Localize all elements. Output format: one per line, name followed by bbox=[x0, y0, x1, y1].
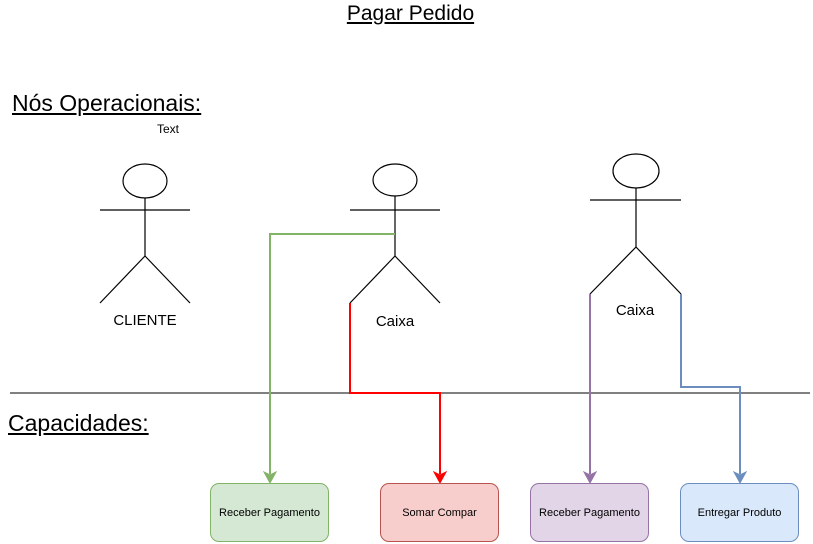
connector-red[interactable] bbox=[349, 303, 441, 474]
actor-left-leg bbox=[589, 246, 637, 295]
actor-right-leg bbox=[394, 255, 441, 304]
actor-caixa-2[interactable] bbox=[589, 153, 682, 295]
arrowhead-purple bbox=[582, 470, 598, 485]
actor-caixa-1[interactable] bbox=[349, 163, 441, 304]
actor-left-leg bbox=[349, 255, 396, 304]
actor-label-cliente: CLIENTE bbox=[113, 312, 177, 329]
arrowhead-green bbox=[262, 470, 278, 485]
actor-head bbox=[122, 163, 168, 199]
arrowhead-red bbox=[432, 470, 448, 485]
connector-green[interactable] bbox=[269, 233, 395, 474]
arrowhead-blue bbox=[732, 470, 748, 485]
text-placeholder[interactable]: Text bbox=[157, 122, 180, 136]
capability-somar-compar[interactable]: Somar Compar bbox=[380, 483, 499, 542]
nodes-heading: Nós Operacionais: bbox=[12, 90, 202, 116]
actor-head bbox=[612, 153, 660, 189]
actor-label-caixa-2: Caixa bbox=[615, 302, 655, 319]
capability-entregar-produto[interactable]: Entregar Produto bbox=[680, 483, 799, 542]
actor-label-caixa-1: Caixa bbox=[375, 313, 415, 330]
actor-right-leg bbox=[635, 246, 682, 295]
page-title: Pagar Pedido bbox=[346, 2, 475, 25]
actor-head bbox=[372, 163, 418, 197]
connector-blue[interactable] bbox=[680, 294, 741, 474]
capability-receber-pagamento-2[interactable]: Receber Pagamento bbox=[530, 483, 649, 542]
actor-right-leg bbox=[144, 255, 191, 304]
actor-cliente[interactable] bbox=[99, 163, 191, 304]
capability-receber-pagamento-1[interactable]: Receber Pagamento bbox=[210, 483, 329, 542]
actor-left-leg bbox=[99, 255, 146, 304]
capabilities-heading: Capacidades: bbox=[8, 410, 149, 436]
